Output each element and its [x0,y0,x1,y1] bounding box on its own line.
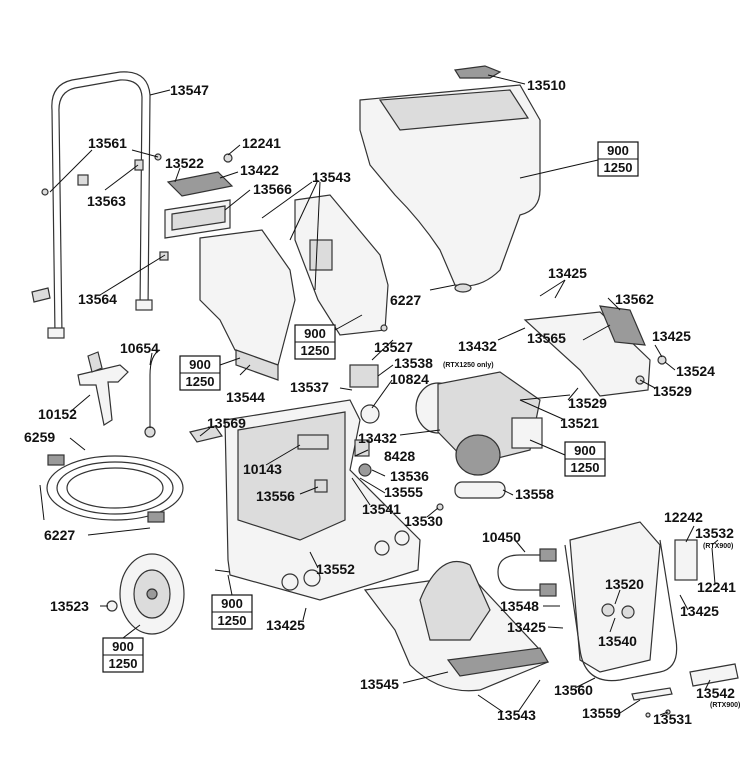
part-label-13537: 13537 [290,379,329,395]
part-label-6259: 6259 [24,429,55,445]
part-label-12241: 12241 [242,135,281,151]
svg-text:900: 900 [189,357,211,372]
part-label-13565: 13565 [527,330,566,346]
svg-text:1250: 1250 [218,613,247,628]
svg-text:1250: 1250 [571,460,600,475]
model-box: 900 1250 [102,637,144,673]
part-label-13432: 13432 [358,430,397,446]
svg-text:900: 900 [221,596,243,611]
part-label-13543: 13543 [312,169,351,185]
part-label-13547: 13547 [170,82,209,98]
svg-text:1250: 1250 [109,656,138,671]
part-label-13527: 13527 [374,339,413,355]
part-label-13523: 13523 [50,598,89,614]
part-label-6227: 6227 [390,292,421,308]
part-label-13520: 13520 [605,576,644,592]
part-label-13543: 13543 [497,707,536,723]
part-label-10654: 10654 [120,340,159,356]
svg-text:900: 900 [304,326,326,341]
part-label-13425: 13425 [507,619,546,635]
part-label-13524: 13524 [676,363,715,379]
part-label-13422: 13422 [240,162,279,178]
part-label-13555: 13555 [384,484,423,500]
part-label-13564: 13564 [78,291,117,307]
part-label-8428: 8428 [384,448,415,464]
svg-text:1250: 1250 [301,343,330,358]
base-tray [363,560,549,692]
part-label-13561: 13561 [88,135,127,151]
part-label-10143: 10143 [243,461,282,477]
part-label-10450: 10450 [482,529,521,545]
svg-text:900: 900 [574,443,596,458]
part-label-10824: 10824 [390,371,429,387]
front-bracket [564,521,698,682]
motor-mount-plate [523,305,667,397]
svg-text:900: 900 [607,143,629,158]
inline-filter [436,481,506,511]
part-label-13425: 13425 [548,265,587,281]
part-label-12242: 12242 [664,509,703,525]
part-label-13529: 13529 [653,383,692,399]
part-label-13560: 13560 [554,682,593,698]
filter-assembly [164,153,234,239]
part-label-13530: 13530 [404,513,443,529]
front-shroud [199,229,296,381]
model-box: 900 1250 [179,355,221,391]
part-label-13548: 13548 [500,598,539,614]
part-label-13559: 13559 [582,705,621,721]
note-rtx900-a: (RTX900) [703,543,733,550]
part-label-13521: 13521 [560,415,599,431]
part-label-13531: 13531 [653,711,692,727]
leader-lines [39,74,719,716]
pressure-control-parts [189,364,380,493]
part-label-13562: 13562 [615,291,654,307]
motor-assembly [415,371,571,476]
note-rtx900-b: (RTX900) [710,702,740,709]
part-label-10152: 10152 [38,406,77,422]
model-box: 900 1250 [294,324,336,360]
suction-hoses [497,548,557,597]
model-box: 900 1250 [211,594,253,630]
svg-text:900: 900 [112,639,134,654]
part-label-6227: 6227 [44,527,75,543]
part-label-13532: 13532 [695,525,734,541]
bottom-small-parts [631,663,739,718]
note-rtx1250-only: (RTX1250 only) [443,362,494,369]
part-label-13425: 13425 [652,328,691,344]
part-label-13563: 13563 [87,193,126,209]
svg-text:1250: 1250 [604,160,633,175]
part-label-13522: 13522 [165,155,204,171]
part-label-13544: 13544 [226,389,265,405]
hose-coil [46,454,184,523]
part-label-13538: 13538 [394,355,433,371]
rear-shroud [294,194,389,336]
model-box: 900 1250 [597,141,639,177]
part-label-13425: 13425 [266,617,305,633]
hopper [359,65,541,293]
part-label-13529: 13529 [568,395,607,411]
spray-gun [77,349,161,438]
svg-text:1250: 1250 [186,374,215,389]
part-label-13540: 13540 [598,633,637,649]
part-labels: 13547 13510 13561 12241 13522 13422 1354… [24,77,740,727]
part-label-12241: 12241 [697,579,736,595]
part-label-13510: 13510 [527,77,566,93]
model-box: 900 1250 [564,441,606,477]
part-label-13536: 13536 [390,468,429,484]
part-label-13432: 13432 [458,338,497,354]
part-label-13545: 13545 [360,676,399,692]
part-label-13558: 13558 [515,486,554,502]
part-label-13552: 13552 [316,561,355,577]
part-label-13425: 13425 [680,603,719,619]
part-label-13542: 13542 [696,685,735,701]
part-label-13556: 13556 [256,488,295,504]
cart-handle [47,71,153,339]
part-label-13541: 13541 [362,501,401,517]
part-label-13566: 13566 [253,181,292,197]
wheel [106,553,185,635]
part-label-13569: 13569 [207,415,246,431]
